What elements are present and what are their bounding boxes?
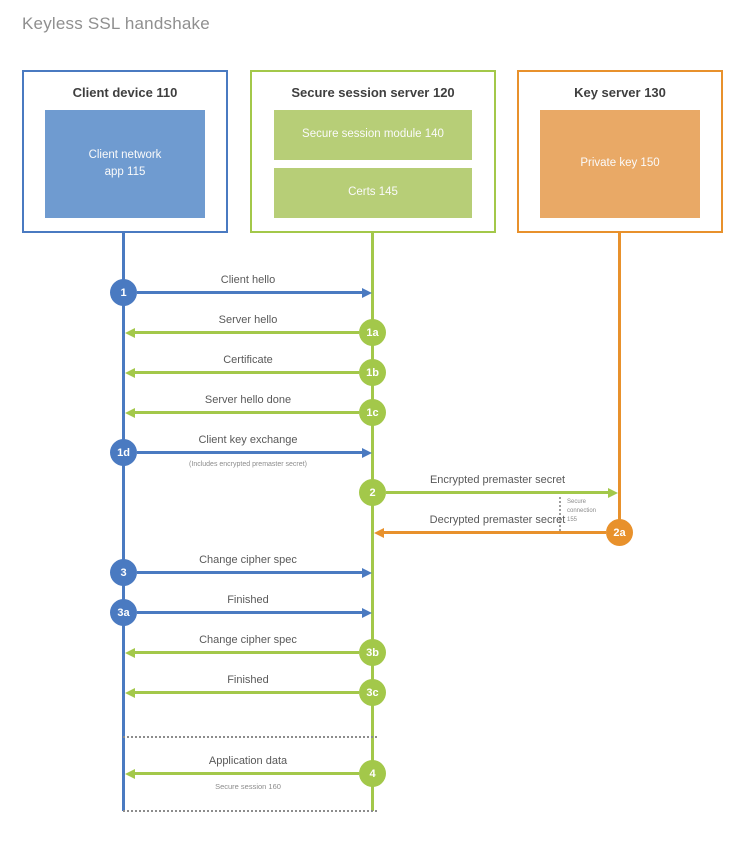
actor-key-server: Key server 130 Private key 150 xyxy=(517,70,723,233)
secure-connection-label: Secure connection 155 xyxy=(567,499,597,523)
message-line xyxy=(134,371,359,374)
step-circle: 3b xyxy=(359,639,386,666)
module-certs-label: Certs 145 xyxy=(348,186,398,199)
message-line xyxy=(383,531,606,534)
page-title: Keyless SSL handshake xyxy=(22,14,210,33)
message-label: Finished xyxy=(227,594,269,606)
module-client-network-app-label: Client network app 115 xyxy=(88,148,162,178)
step-circle: 3c xyxy=(359,679,386,706)
message-label: Application data xyxy=(208,755,288,767)
arrowhead-left-icon xyxy=(374,528,384,538)
arrowhead-left-icon xyxy=(125,328,135,338)
arrowhead-left-icon xyxy=(125,368,135,378)
message-line xyxy=(134,772,359,775)
step-circle: 1c xyxy=(359,399,386,426)
lifeline-server xyxy=(371,233,374,811)
module-client-network-app: Client network app 115 xyxy=(45,110,205,218)
message-line xyxy=(386,491,609,494)
message-label: Encrypted premaster secret xyxy=(429,474,566,486)
session-divider-bottom xyxy=(123,810,377,812)
step-circle: 2 xyxy=(359,479,386,506)
message-sublabel: (Includes encrypted premaster secret) xyxy=(189,461,307,468)
step-circle: 1 xyxy=(110,279,137,306)
step-circle: 3 xyxy=(110,559,137,586)
arrowhead-left-icon xyxy=(125,648,135,658)
module-secure-session-module-label: Secure session module 140 xyxy=(302,128,444,141)
message-label: Server hello done xyxy=(204,394,292,406)
message-line xyxy=(134,411,359,414)
message-sublabel: Secure session 160 xyxy=(215,782,281,791)
module-private-key-label: Private key 150 xyxy=(580,157,660,170)
module-private-key: Private key 150 xyxy=(540,110,700,218)
message-line xyxy=(137,451,363,454)
arrowhead-right-icon xyxy=(362,448,372,458)
arrowhead-left-icon xyxy=(125,769,135,779)
message-line xyxy=(137,571,363,574)
module-certs: Certs 145 xyxy=(274,168,472,218)
step-circle: 3a xyxy=(110,599,137,626)
message-line xyxy=(134,651,359,654)
message-label: Change cipher spec xyxy=(199,554,297,566)
actor-key-server-title: Key server 130 xyxy=(574,85,666,100)
message-line xyxy=(137,291,363,294)
message-label: Client key exchange xyxy=(198,434,298,446)
message-line xyxy=(134,691,359,694)
arrowhead-right-icon xyxy=(362,608,372,618)
step-circle: 1a xyxy=(359,319,386,346)
arrowhead-left-icon xyxy=(125,408,135,418)
step-circle: 2a xyxy=(606,519,633,546)
step-circle: 1d xyxy=(110,439,137,466)
actor-secure-session-server: Secure session server 120 Secure session… xyxy=(250,70,496,233)
message-line xyxy=(137,611,363,614)
lifeline-key-server xyxy=(618,233,621,533)
actor-client-device-title: Client device 110 xyxy=(72,85,178,100)
message-label: Finished xyxy=(227,674,269,686)
arrowhead-right-icon xyxy=(362,568,372,578)
message-label: Certificate xyxy=(223,354,273,366)
secure-connection-divider xyxy=(559,497,561,531)
step-circle: 4 xyxy=(359,760,386,787)
module-secure-session-module: Secure session module 140 xyxy=(274,110,472,160)
arrowhead-left-icon xyxy=(125,688,135,698)
step-circle: 1b xyxy=(359,359,386,386)
message-label: Change cipher spec xyxy=(199,634,297,646)
session-divider-top xyxy=(123,736,377,738)
message-label: Decrypted premaster secret xyxy=(429,514,566,526)
actor-client-device: Client device 110 Client network app 115 xyxy=(22,70,228,233)
actor-secure-session-server-title: Secure session server 120 xyxy=(291,85,455,100)
message-line xyxy=(134,331,359,334)
message-label: Server hello xyxy=(218,314,278,326)
arrowhead-right-icon xyxy=(362,288,372,298)
message-label: Client hello xyxy=(220,274,276,286)
arrowhead-right-icon xyxy=(608,488,618,498)
lifeline-client xyxy=(122,233,125,811)
